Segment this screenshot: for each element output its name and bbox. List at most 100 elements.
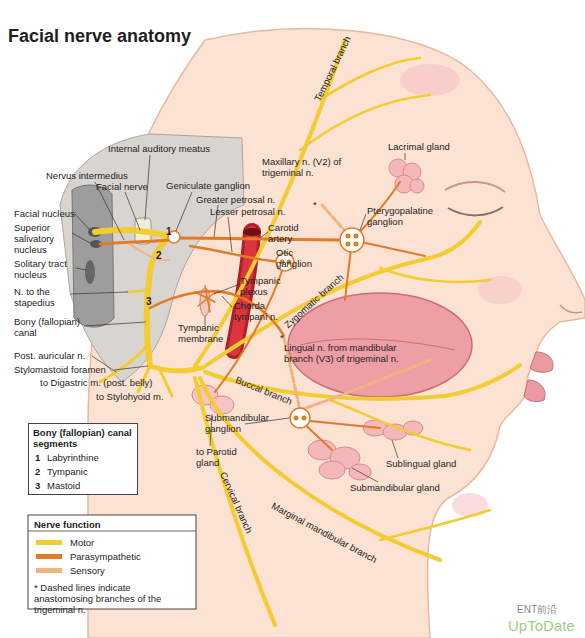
submandibular-gland [308, 440, 371, 480]
leader-line [70, 292, 128, 294]
anatomy-label: N. to the stapedius [14, 286, 70, 308]
maxillary-nerve [322, 205, 346, 232]
anatomy-label: Pterygopalatine ganglion [367, 205, 439, 227]
leader-line [352, 468, 378, 482]
leader-line [84, 322, 146, 326]
anatomy-label: Greater petrosal n. [196, 194, 275, 205]
segment-number: 1 [35, 452, 40, 463]
anatomy-label: Carotid artery [268, 222, 310, 244]
ganglion-cell [346, 234, 351, 239]
diagram-title: Facial nerve anatomy [8, 26, 191, 47]
gland-lobule [319, 461, 345, 479]
lingual-nerve [300, 360, 430, 410]
anatomy-label: Post. auricular n. [14, 350, 85, 361]
brainstem [72, 185, 114, 327]
ganglion-cell [302, 416, 307, 421]
leader-line [74, 213, 90, 230]
legend-text: Sensory [70, 565, 105, 576]
gland-lobule [410, 179, 424, 193]
anatomy-label: Sublingual gland [386, 458, 456, 469]
sublingual-fibres [300, 420, 380, 428]
anatomy-label: Tympanic membrane [178, 322, 236, 344]
eyebrow [445, 182, 505, 192]
anatomy-label: Facial nerve [96, 181, 148, 192]
callout-number: 1 [166, 226, 172, 237]
submandibular-ganglion [290, 408, 310, 428]
legend-swatch [36, 540, 62, 545]
anatomy-label: Stylomastoid foramen [14, 364, 106, 375]
cervical-branch [195, 378, 275, 625]
stapedius-nerve [128, 290, 150, 292]
anatomy-label: Submandibular ganglion [205, 412, 273, 434]
pterygopalatine-ganglion [340, 228, 364, 252]
anatomy-label: Facial nucleus [14, 208, 75, 219]
legend-swatch [36, 554, 62, 559]
leader-line [214, 284, 240, 294]
segment-number: 3 [35, 480, 40, 491]
segment-number: 2 [35, 466, 40, 477]
leader-line [72, 233, 92, 244]
callout-number: 2 [156, 250, 162, 261]
anatomy-label: to Parotid gland [196, 446, 256, 468]
leader-line [360, 214, 366, 230]
nostril [560, 305, 582, 313]
facial-trunk [150, 366, 200, 371]
leader-line [228, 217, 232, 252]
legend-divider [28, 531, 196, 532]
anatomy-label: Geniculate ganglion [166, 180, 250, 191]
callout-number: 3 [146, 296, 152, 307]
anatomy-label: Lesser petrosal n. [210, 206, 286, 217]
anatomy-label: * Dashed lines indicate anastomosing bra… [34, 582, 192, 615]
segment-name: Labyrinthine [47, 452, 99, 463]
legend-text: Parasympathetic [70, 551, 141, 562]
lesser-petrosal-nerve [190, 246, 285, 262]
leader-line [114, 366, 148, 370]
anatomy-label: to Digastric m. (post. belly) [40, 377, 152, 388]
leader-line [176, 192, 192, 231]
legend-text: Motor [70, 537, 94, 548]
legend-table-box: Bony (fallopian) canal segments 1 Labyrint… [28, 423, 138, 495]
anatomy-label: Solitary tract nucleus [14, 258, 76, 280]
segment-name: Mastoid [47, 480, 80, 491]
mandibular-twig [380, 510, 490, 540]
anatomy-label: ENT前沿 [517, 604, 557, 615]
anatomy-label: * [313, 199, 317, 210]
leader-line [125, 192, 140, 230]
leader-line [392, 440, 398, 458]
anatomy-label: UpToDate [508, 618, 575, 634]
skin-flush [400, 64, 460, 96]
greater-petrosal-nerve [176, 238, 352, 240]
box-heading: Bony (fallopian) canal segments [33, 427, 133, 449]
anatomy-label: Otic ganglion [276, 247, 318, 269]
anatomy-label: Maxillary n. (V2) of trigeminal n. [262, 156, 354, 178]
leader-line [405, 153, 406, 160]
solitary-nucleus [85, 260, 95, 284]
zygomatic-branch [202, 222, 480, 368]
anatomy-label: Tympanic plexus [240, 275, 290, 297]
anatomy-label: to Stylohyoid m. [96, 391, 164, 402]
sensory-fibres [130, 244, 170, 260]
posterior-auricular-nerve [100, 345, 148, 382]
anatomy-label: * [280, 332, 284, 343]
sublingual-gland [363, 420, 423, 440]
leader-line [222, 296, 232, 307]
anatomy-label: Lingual n. from mandibular branch (V3) o… [284, 342, 402, 364]
upper-lip [530, 352, 553, 372]
tympanic-plexus [195, 286, 218, 312]
anatomy-label: Lacrimal gland [388, 141, 450, 152]
facial-nerve [95, 230, 170, 236]
sensory-nerves [130, 205, 430, 410]
closed-eyelid [448, 207, 503, 215]
anatomy-label: Nervus intermedius [46, 170, 128, 181]
leader-line [260, 232, 268, 238]
carotid-lumen [243, 228, 261, 236]
ganglion-cell [354, 234, 359, 239]
anatomy-label: Internal auditory meatus [108, 143, 210, 154]
nervus-intermedius [100, 240, 170, 244]
anatomy-label: Chorda tympani n. [234, 300, 286, 322]
lower-lip [524, 380, 545, 402]
lacrimal-gland [389, 159, 424, 193]
anatomy-label: Submandibular gland [350, 482, 440, 493]
segment-name: Tympanic [47, 466, 88, 477]
